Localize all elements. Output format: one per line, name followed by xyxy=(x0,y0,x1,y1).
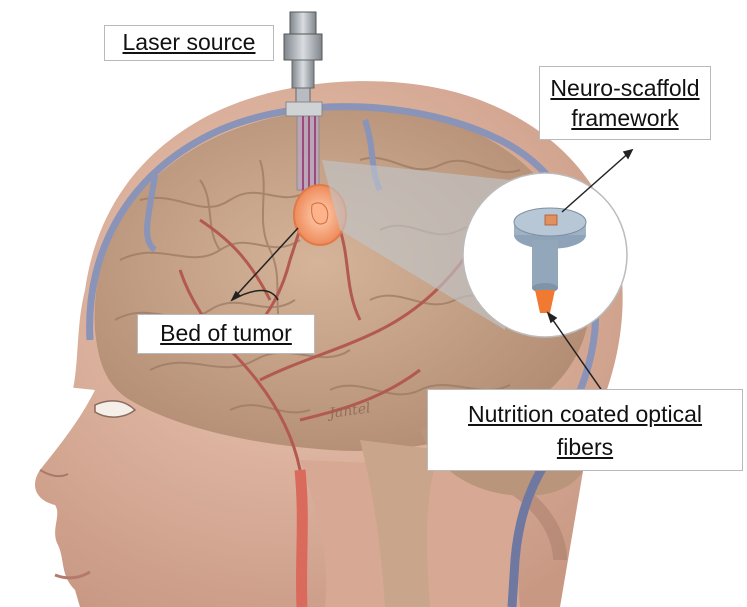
laser-source-text: Laser source xyxy=(105,26,273,58)
neuro-scaffold-text-1: Neuro-scaffold xyxy=(540,73,710,103)
laser-source-label: Laser source xyxy=(104,25,274,61)
carotid-artery xyxy=(300,470,302,607)
neuro-scaffold-label: Neuro-scaffold framework xyxy=(539,66,711,140)
nutrition-fibers-text-1: Nutrition coated optical xyxy=(428,398,742,431)
nutrition-fibers-label: Nutrition coated optical fibers xyxy=(427,389,743,471)
neuro-scaffold-text-2: framework xyxy=(540,103,710,133)
bed-of-tumor-label: Bed of tumor xyxy=(137,314,315,354)
nutrition-fibers-text-2: fibers xyxy=(428,431,742,464)
bed-of-tumor-text: Bed of tumor xyxy=(138,315,314,351)
